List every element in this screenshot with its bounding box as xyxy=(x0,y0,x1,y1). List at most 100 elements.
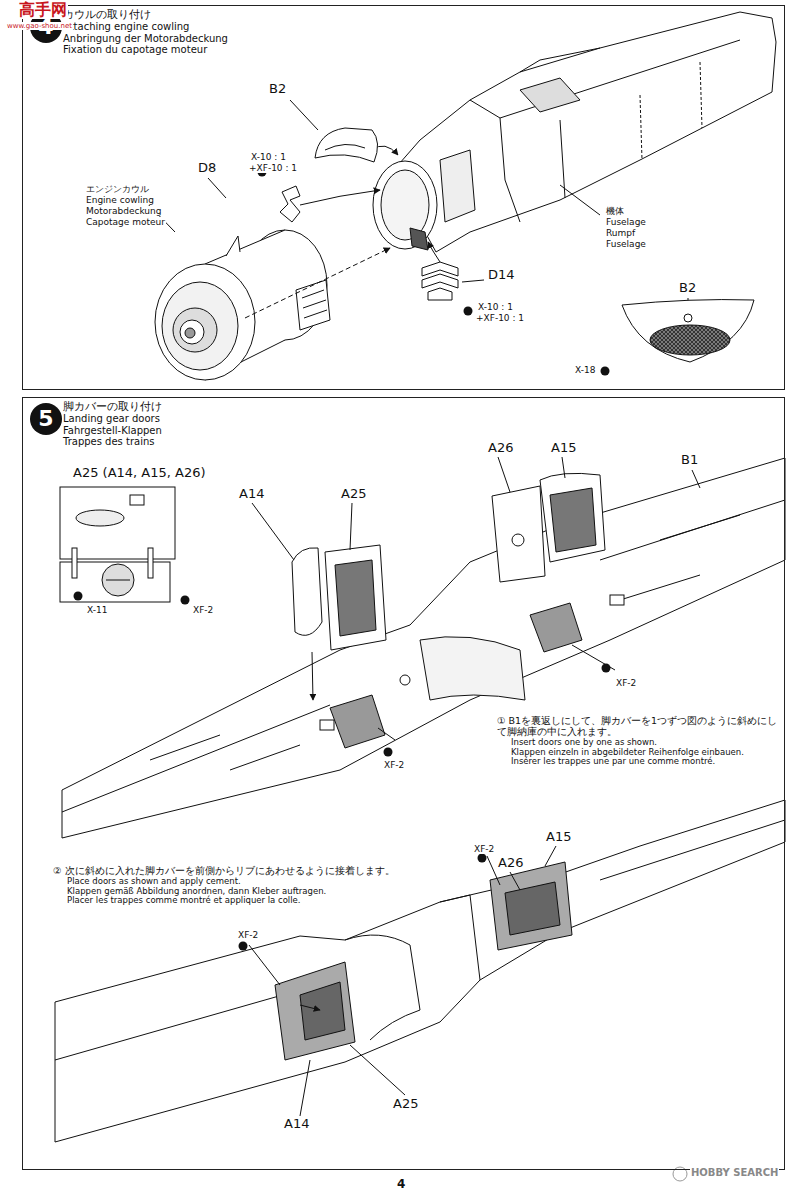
gear-door xyxy=(550,488,596,552)
paint-marker xyxy=(478,854,487,863)
instruction-note: ② 次に斜めに入れた脚カバーを前側からリブにあわせるように接着します。 xyxy=(52,866,454,877)
leader-line xyxy=(249,945,280,985)
part-b2-detail xyxy=(622,300,754,362)
paint-code: X-11 xyxy=(86,605,108,615)
part-number: A25 xyxy=(392,1097,419,1112)
fuselage-drawing xyxy=(410,228,428,250)
leader-line xyxy=(498,457,510,492)
leader-line xyxy=(208,178,226,198)
part-b2 xyxy=(325,144,365,150)
leader-line xyxy=(300,190,380,205)
wheel-well xyxy=(275,962,355,1060)
step-title: 脚カバーの取り付けLanding gear doorsFahrgestell-K… xyxy=(63,401,162,447)
leader-line xyxy=(140,100,688,318)
instruction-note: Placer les trappes comme montré et appli… xyxy=(66,896,302,906)
paint-code: XF-2 xyxy=(383,760,405,770)
wing-inside-drawing xyxy=(55,800,785,1142)
engine-cowling-drawing xyxy=(302,290,327,318)
part-b2 xyxy=(315,128,378,162)
step-title-text: Landing gear doors xyxy=(63,413,162,424)
gear-door xyxy=(292,473,605,650)
fuselage-drawing xyxy=(500,118,520,222)
leader-line xyxy=(312,652,313,700)
paint-code: +XF-10 : 1 xyxy=(475,313,525,323)
part-d14 xyxy=(422,262,458,300)
engine-cowling-drawing xyxy=(162,282,238,370)
paint-marker xyxy=(239,942,248,951)
part-number: A25 xyxy=(340,487,367,502)
paint-code: XF-2 xyxy=(237,930,259,940)
step-title-text: Trappes des trains xyxy=(63,436,162,447)
instruction-note: Insérer les trappes une par une comme mo… xyxy=(510,757,716,767)
part-name: エンジンカウル xyxy=(85,184,150,194)
fuselage-drawing xyxy=(373,161,437,249)
wing-drawing xyxy=(400,675,410,685)
leader-line xyxy=(300,1060,310,1116)
paint-code: X-10 : 1 xyxy=(250,152,287,162)
step-panel: 脚カバーの取り付けLanding gear doorsFahrgestell-K… xyxy=(22,397,785,1170)
leader-line xyxy=(545,846,556,866)
part-number: B1 xyxy=(680,453,699,468)
instruction-note: Klappen gemäß Abbildung anordnen, dann K… xyxy=(66,887,327,897)
leader-line xyxy=(245,248,390,318)
inset-part-a25 xyxy=(60,487,175,602)
part-number: B2 xyxy=(678,281,697,296)
part-name: Motorabdeckung xyxy=(85,206,163,216)
leader-line xyxy=(290,100,318,130)
paint-marker xyxy=(384,748,393,757)
leader-line xyxy=(378,728,395,740)
inset-part-a25 xyxy=(76,510,124,526)
part-number: D8 xyxy=(197,161,217,176)
gear-door xyxy=(512,534,524,546)
instruction-note: Insert doors one by one as shown. xyxy=(510,738,658,748)
engine-cowling-drawing xyxy=(226,236,240,256)
instruction-note: Place doors as shown and apply cement. xyxy=(66,877,242,887)
paint-marker xyxy=(74,592,83,601)
step-title-text: 脚カバーの取り付け xyxy=(63,401,162,413)
leader-line xyxy=(562,457,565,478)
wing-inside-drawing xyxy=(345,935,420,1040)
part-name: Capotage moteur xyxy=(85,217,166,227)
inset-part-a25 xyxy=(102,564,134,596)
watermark: www.gao-shou.net xyxy=(6,22,73,30)
page-number: 4 xyxy=(396,1178,406,1192)
wing-drawing xyxy=(420,637,525,700)
step-title: カウルの取り付けAttaching engine cowlingAnbringu… xyxy=(63,9,228,55)
step-title-text: Anbringung der Motorabdeckung xyxy=(63,33,228,44)
engine-cowling-drawing xyxy=(296,280,330,330)
fuselage-drawing xyxy=(700,62,702,128)
wheel-well xyxy=(490,862,572,950)
fuselage-drawing xyxy=(470,40,740,118)
gear-door xyxy=(325,545,386,650)
fuselage-drawing xyxy=(381,170,429,240)
part-number: D14 xyxy=(487,268,516,283)
wing-drawing xyxy=(610,595,624,605)
step-number-text: 5 xyxy=(38,408,53,430)
engine-cowling-drawing xyxy=(155,230,330,380)
part-d14 xyxy=(422,274,458,288)
part-number: A26 xyxy=(497,856,524,871)
part-name: Fuselage xyxy=(605,239,647,249)
part-name: Rumpf xyxy=(605,228,636,238)
part-number: B2 xyxy=(268,82,287,97)
part-b2 xyxy=(315,128,378,162)
engine-cowling-drawing xyxy=(155,264,255,380)
part-number: A15 xyxy=(550,441,577,456)
part-b2-detail xyxy=(684,314,692,322)
paint-code: XF-2 xyxy=(192,605,214,615)
leader-line xyxy=(350,1045,405,1095)
leader-line xyxy=(252,503,294,560)
wheel-well xyxy=(300,982,345,1040)
engine-cowling-drawing xyxy=(180,320,204,344)
wing-drawing xyxy=(320,720,334,730)
leader-line xyxy=(350,503,352,550)
step-title-text: Fahrgestell-Klappen xyxy=(63,425,162,436)
wheel-well xyxy=(330,695,385,748)
paint-code: X-10 : 1 xyxy=(477,302,514,312)
part-number: A15 xyxy=(545,830,572,845)
fuselage-drawing xyxy=(373,12,776,252)
leader-line xyxy=(428,242,440,262)
watermark: 高手网 xyxy=(18,1,68,19)
